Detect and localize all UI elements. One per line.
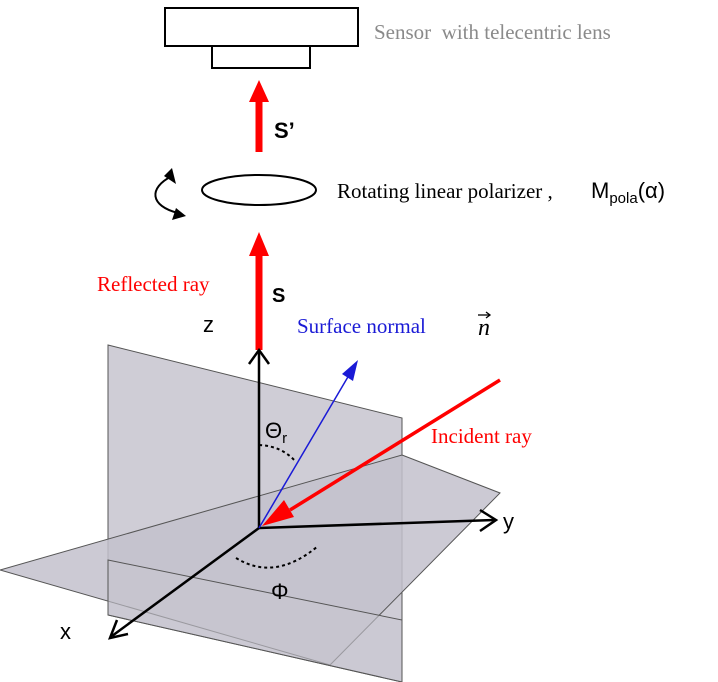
s-arrow (249, 232, 269, 350)
phi-arc (235, 545, 319, 569)
theta-arc (258, 444, 297, 463)
surface-normal-label: Surface normal (297, 314, 426, 338)
z-axis (247, 347, 271, 528)
s-prime-label: S’ (274, 118, 295, 143)
sensor-label: Sensor with telecentric lens (374, 20, 611, 44)
sensor (164, 7, 359, 69)
polarizer-label: Rotating linear polarizer , (337, 179, 553, 203)
mueller-arg: (α) (638, 178, 665, 203)
sensor-body (164, 7, 359, 47)
z-axis-label: z (203, 312, 214, 337)
phi-label: Φ (271, 579, 289, 604)
rotation-arrow-head-top (164, 168, 176, 184)
incident-ray-arrow (262, 378, 501, 526)
vector-arrowhead-icon (485, 311, 492, 319)
y-axis (258, 508, 499, 533)
mueller-matrix-label: Mpola(α) (591, 178, 665, 207)
mueller-main: M (591, 178, 609, 203)
s-prime-arrow (249, 80, 269, 152)
theta-sub: r (282, 430, 287, 447)
polarizer-ellipse (201, 174, 317, 206)
mueller-sub: pola (609, 190, 638, 207)
s-label: S (272, 285, 285, 307)
incident-ray-label: Incident ray (431, 424, 532, 448)
surface-normal-arrow (258, 360, 358, 529)
rotation-arrow-head-bottom (172, 208, 186, 220)
normal-symbol: n (478, 315, 490, 341)
theta-label: Θr (265, 418, 287, 447)
x-axis-label: x (60, 619, 71, 644)
theta-main: Θ (265, 418, 282, 443)
y-axis-label: y (503, 509, 514, 534)
vertical-plane-lower (107, 559, 403, 682)
telecentric-lens (211, 45, 311, 69)
reflected-ray-label: Reflected ray (97, 272, 210, 296)
normal-vector-symbol: n (478, 311, 492, 341)
x-axis (107, 526, 260, 640)
rotation-arrow-icon (154, 175, 179, 214)
polarizer (154, 168, 317, 220)
